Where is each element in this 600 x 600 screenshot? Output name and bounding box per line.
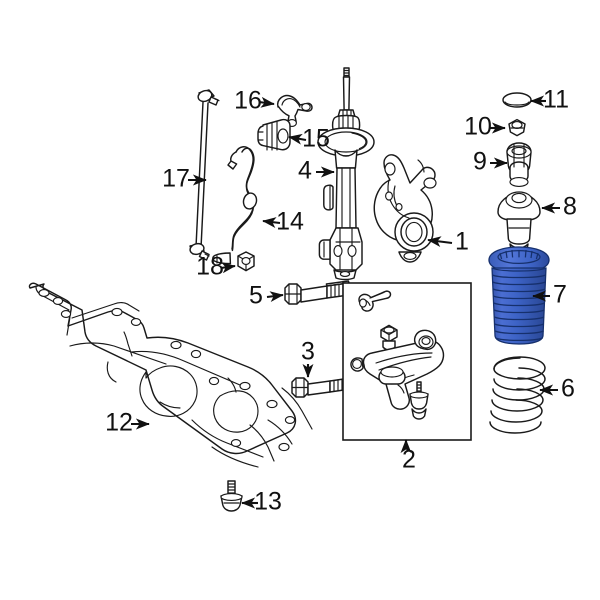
callout-11-strut-mount-cap: 11 (530, 86, 569, 114)
callout-2-lower-control-arm-assembly: 2 (400, 439, 416, 474)
callout-leader-line (288, 133, 307, 145)
callout-number-18: 18 (196, 253, 224, 281)
callout-10-strut-mount-nut: 10 (464, 113, 506, 141)
part-control-arm-bolt-long (284, 280, 350, 305)
part-control-arm-bolt-short (291, 377, 349, 398)
callout-number-1: 1 (455, 228, 469, 256)
callout-number-8: 8 (563, 193, 577, 221)
part-coil-spring (489, 356, 546, 434)
part-lower-control-arm-assembly (350, 290, 445, 420)
part-stabilizer-link-nut (237, 251, 255, 272)
callout-5-control-arm-bolt-long: 5 (249, 282, 284, 310)
callout-number-2: 2 (402, 446, 416, 474)
callout-3-control-arm-bolt-short: 3 (301, 338, 315, 378)
callout-15-stabilizer-bar-bushing: 15 (288, 125, 330, 153)
callout-7-strut-bellows-dust-boot: 7 (532, 281, 567, 309)
part-front-suspension-crossmember (28, 282, 313, 468)
part-strut-mount-nut (508, 118, 526, 137)
part-crossmember-stud-bolt (220, 480, 243, 512)
callout-8-strut-bearing-support: 8 (541, 193, 577, 221)
callout-14-stabilizer-sway-bar: 14 (262, 208, 304, 236)
callout-6-coil-spring: 6 (539, 375, 575, 403)
callout-number-10: 10 (464, 113, 492, 141)
callout-leader-line (266, 291, 284, 303)
callout-number-11: 11 (543, 86, 569, 114)
callout-number-9: 9 (473, 148, 487, 176)
part-strut-bearing-support (497, 191, 541, 256)
callout-leader-line (427, 236, 453, 248)
callout-number-13: 13 (254, 488, 282, 516)
part-stabilizer-link (189, 89, 220, 261)
callout-number-3: 3 (301, 338, 315, 366)
part-strut-bellows-dust-boot (488, 246, 550, 345)
callout-17-stabilizer-link: 17 (162, 165, 207, 193)
callout-number-14: 14 (276, 208, 304, 236)
callout-12-front-suspension-crossmember: 12 (105, 409, 150, 437)
callout-9-strut-mount-bushing: 9 (473, 148, 508, 176)
callout-leader-line (262, 217, 281, 228)
callout-leader-line (258, 96, 275, 108)
part-strut-assembly (317, 67, 375, 281)
part-steering-knuckle (373, 154, 437, 263)
callout-16-stabilizer-bar-bracket: 16 (234, 87, 275, 115)
callout-1-steering-knuckle: 1 (427, 228, 469, 256)
part-strut-mount-bushing (506, 142, 532, 187)
callout-number-7: 7 (553, 281, 567, 309)
callout-13-crossmember-stud-bolt: 13 (241, 488, 282, 516)
part-stabilizer-sway-bar (212, 146, 258, 265)
callout-number-15: 15 (302, 125, 330, 153)
callout-18-stabilizer-link-nut: 18 (196, 253, 236, 281)
callout-number-4: 4 (298, 157, 312, 185)
callout-4-strut-assembly: 4 (298, 157, 335, 185)
callout-number-16: 16 (234, 87, 262, 115)
callout-number-6: 6 (561, 375, 575, 403)
callout-number-17: 17 (162, 165, 190, 193)
callout-number-5: 5 (249, 282, 263, 310)
part-strut-mount-cap (502, 92, 532, 108)
callout-leader-line (220, 262, 236, 274)
part-stabilizer-bar-bushing (257, 118, 291, 151)
callout-number-12: 12 (105, 409, 133, 437)
